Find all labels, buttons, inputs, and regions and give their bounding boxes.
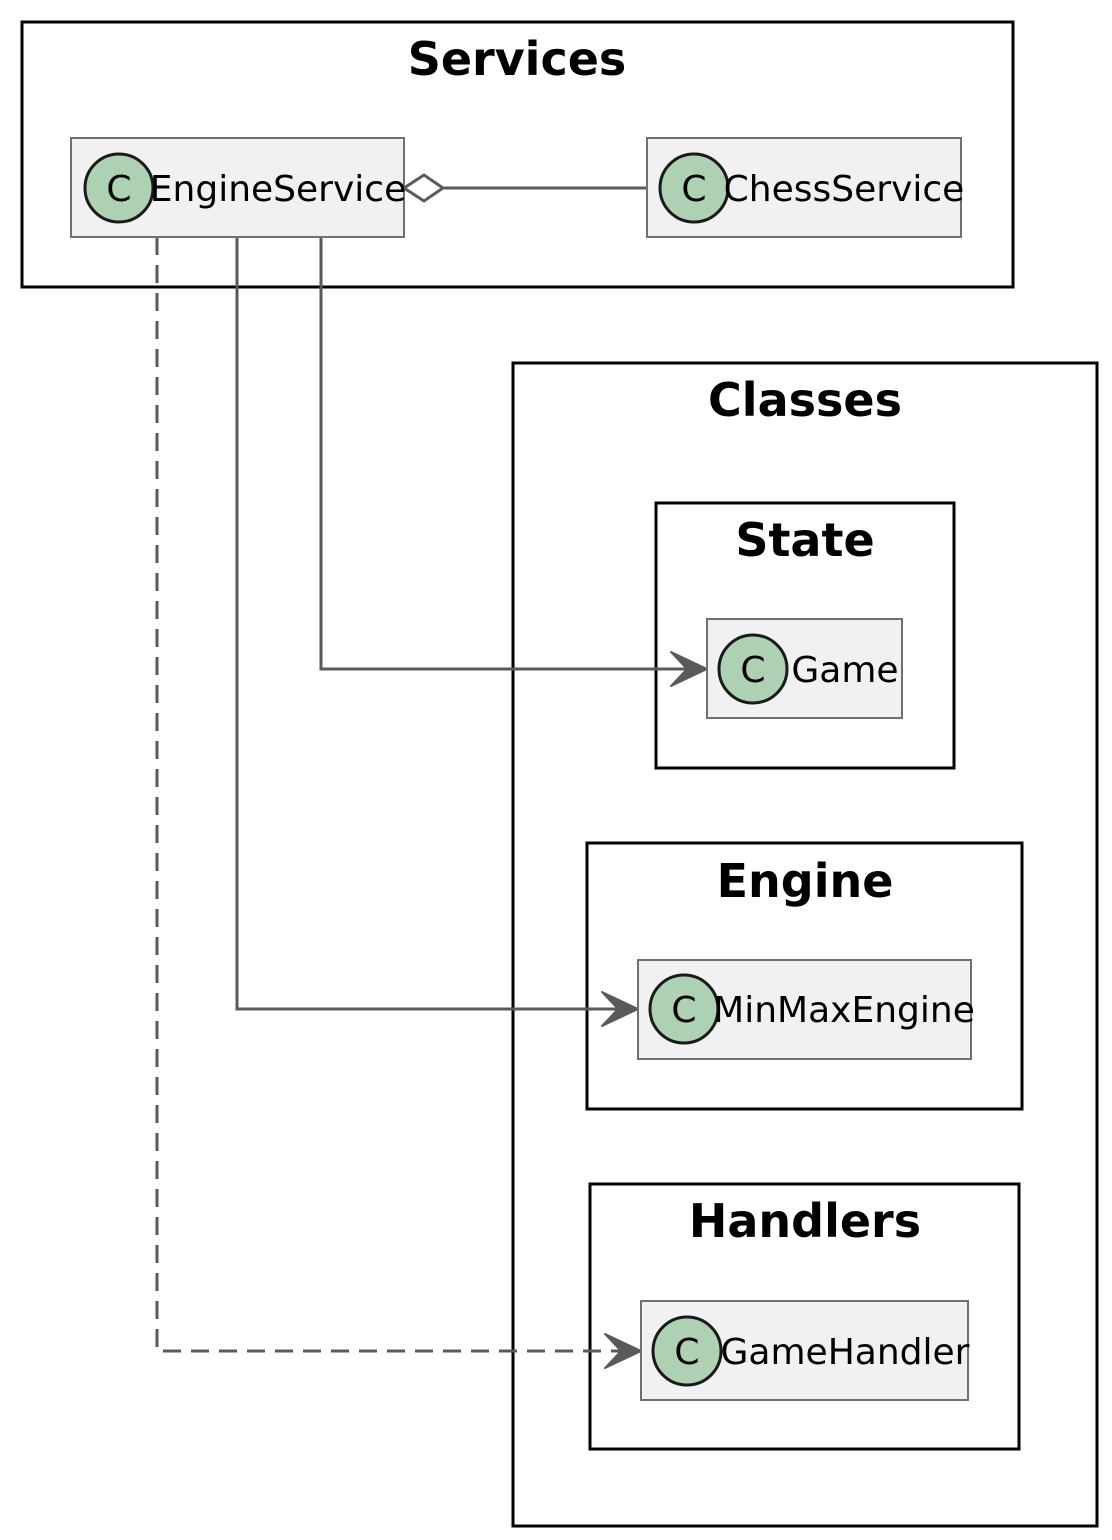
dependency-line	[155, 237, 624, 1353]
class-name: ChessService	[724, 169, 965, 210]
association-line	[319, 237, 690, 671]
class-name: MinMaxEngine	[713, 990, 975, 1031]
package-state-title: State	[735, 513, 874, 567]
package-engine: Engine	[585, 841, 1024, 1111]
edge-engineservice-minmaxengine	[235, 237, 639, 1027]
class-gamehandler[interactable]: C GameHandler	[640, 1300, 970, 1401]
class-game[interactable]: C Game	[706, 618, 903, 719]
class-stereotype-letter: C	[740, 650, 765, 691]
edge-engineservice-game	[319, 237, 708, 687]
package-services: Services	[20, 20, 1015, 289]
class-name: Game	[791, 650, 898, 691]
edge-engineservice-gamehandler	[155, 237, 642, 1369]
package-state-frame	[654, 501, 956, 770]
package-classes-frame	[511, 361, 1099, 1528]
class-stereotype-letter: C	[106, 169, 131, 210]
class-stereotype-icon	[83, 152, 155, 224]
class-stereotype-letter: C	[674, 1332, 699, 1373]
class-stereotype-icon	[658, 152, 730, 224]
arrowhead-icon	[601, 991, 639, 1027]
class-minmaxengine[interactable]: C MinMaxEngine	[637, 959, 975, 1060]
edge-engineservice-chessservice	[401, 173, 647, 203]
class-stereotype-icon	[651, 1315, 723, 1387]
package-classes: Classes	[511, 361, 1099, 1528]
package-handlers-title: Handlers	[689, 1194, 921, 1248]
arrowhead-icon	[670, 651, 708, 687]
arrowhead-icon	[604, 1333, 642, 1369]
class-engineservice[interactable]: C EngineService	[70, 137, 406, 238]
package-handlers: Handlers	[588, 1182, 1021, 1451]
package-classes-title: Classes	[708, 373, 902, 427]
class-stereotype-letter: C	[681, 169, 706, 210]
class-name: EngineService	[150, 169, 406, 210]
package-services-title: Services	[408, 32, 627, 86]
class-stereotype-icon	[717, 633, 789, 705]
package-engine-title: Engine	[717, 854, 894, 908]
class-chessservice[interactable]: C ChessService	[646, 137, 965, 238]
association-line	[235, 237, 621, 1011]
class-stereotype-icon	[648, 973, 720, 1045]
package-handlers-frame	[588, 1182, 1021, 1451]
aggregation-diamond-icon	[401, 173, 446, 203]
class-name: GameHandler	[721, 1332, 970, 1373]
class-stereotype-letter: C	[671, 990, 696, 1031]
package-state: State	[654, 501, 956, 770]
package-services-frame	[20, 20, 1015, 289]
package-engine-frame	[585, 841, 1024, 1111]
